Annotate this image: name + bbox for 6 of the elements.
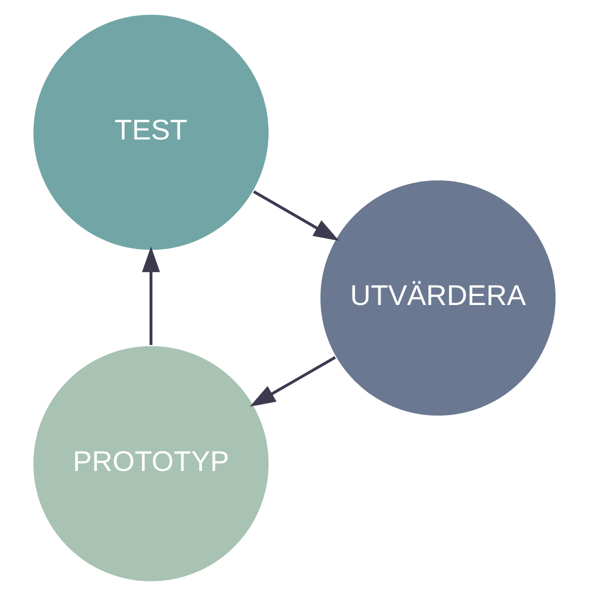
arrow — [142, 246, 160, 345]
node-circle: UTVÄRDERA — [319, 179, 558, 417]
arrow — [250, 356, 336, 407]
node-circle: PROTOTYP — [32, 344, 270, 583]
arrow — [253, 190, 340, 241]
node-circle: TEST — [32, 13, 270, 252]
